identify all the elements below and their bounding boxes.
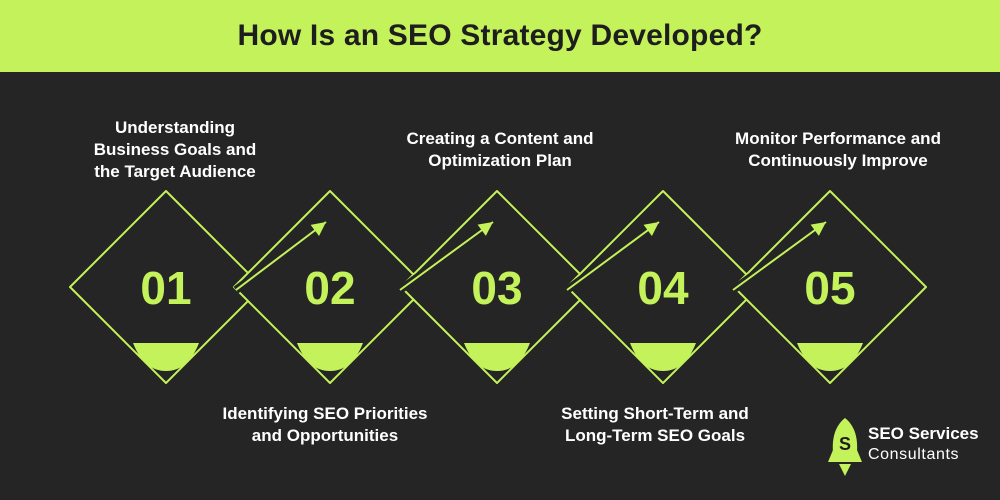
logo-name-line1: SEO Services: [868, 424, 979, 443]
rocket-s-icon: S: [828, 418, 862, 476]
brand-logo: S SEO Services Consultants: [828, 416, 993, 480]
step-3-bowl: [464, 343, 530, 371]
step-5-label: Monitor Performance and Continuously Imp…: [735, 129, 941, 170]
svg-text:S: S: [839, 434, 851, 454]
step-1-number: 01: [140, 262, 191, 314]
arrow-2-head-icon: [477, 222, 493, 236]
step-3-number: 03: [471, 262, 522, 314]
step-1-label: Understanding Business Goals and the Tar…: [93, 118, 257, 181]
step-4-label: Setting Short-Term and Long-Term SEO Goa…: [561, 404, 749, 445]
step-3-label: Creating a Content and Optimization Plan: [406, 129, 594, 170]
step-4-bowl: [630, 343, 696, 371]
step-2-number: 02: [304, 262, 355, 314]
title-banner: How Is an SEO Strategy Developed?: [0, 0, 1000, 72]
step-5-bowl: [797, 343, 863, 371]
arrow-4-to-5: [732, 221, 827, 291]
page-title: How Is an SEO Strategy Developed?: [237, 19, 763, 52]
arrow-2-to-3: [399, 221, 494, 291]
step-2-label: Identifying SEO Priorities and Opportuni…: [222, 404, 428, 445]
step-5-number: 05: [804, 262, 855, 314]
step-1-diamond: [69, 190, 263, 384]
step-2-bowl: [297, 343, 363, 371]
arrow-1-to-2: [235, 221, 327, 291]
step-4-number: 04: [637, 262, 689, 314]
logo-name-line2: Consultants: [868, 446, 960, 463]
step-3-diamond: [400, 190, 594, 384]
step-2-diamond: [233, 190, 427, 384]
arrow-3-to-4: [566, 221, 660, 291]
step-5-diamond: [733, 190, 927, 384]
step-1-bowl: [133, 343, 199, 371]
arrow-1-head-icon: [310, 222, 326, 237]
arrow-3-head-icon: [643, 222, 659, 236]
step-4-diamond: [566, 190, 760, 384]
arrow-4-head-icon: [810, 222, 826, 236]
